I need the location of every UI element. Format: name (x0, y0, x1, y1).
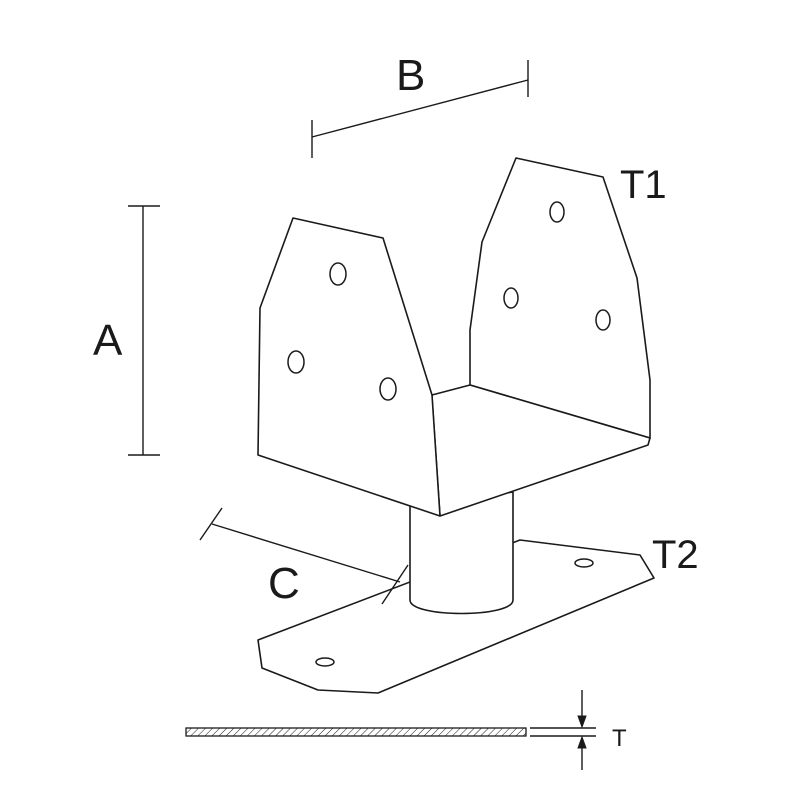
dimension-b-label: B (396, 51, 425, 100)
dimension-b (311, 60, 529, 158)
front-plate-hole-1 (329, 262, 347, 286)
dimension-c-label: C (268, 559, 300, 608)
back-plate-hole-3 (595, 309, 611, 331)
back-plate-hole-2 (503, 287, 519, 309)
thickness-section (185, 690, 596, 770)
base-plate-hole-left (315, 657, 335, 667)
u-bracket (257, 157, 651, 517)
dimension-a (128, 205, 160, 456)
t-label: T (612, 725, 627, 752)
front-plate-hole-3 (379, 377, 397, 401)
bracket-back-plate (469, 157, 651, 439)
front-plate-hole-2 (287, 350, 305, 374)
bracket-front-plate (257, 217, 441, 517)
base-plate (257, 539, 655, 694)
base-plate-hole-right (574, 558, 594, 568)
t2-label: T2 (652, 533, 699, 577)
post-tube (409, 491, 514, 615)
dimension-c (199, 507, 409, 605)
t1-label: T1 (620, 163, 667, 207)
dimension-a-label: A (93, 316, 123, 365)
back-plate-hole-1 (549, 201, 565, 223)
